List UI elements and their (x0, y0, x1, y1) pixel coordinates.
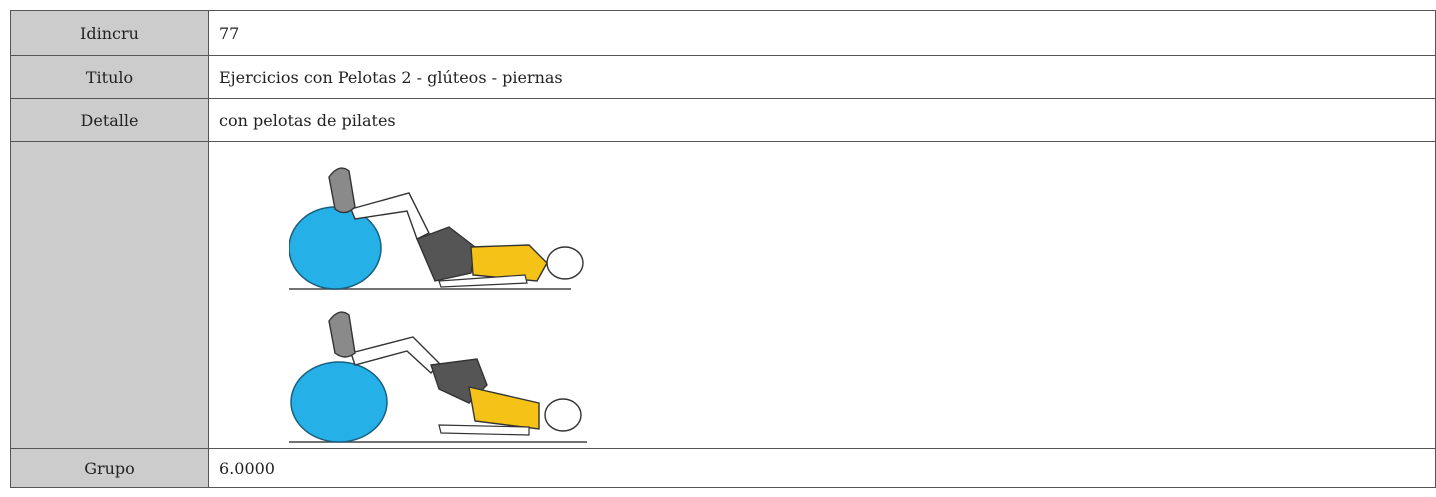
field-value-detalle: con pelotas de pilates (208, 98, 1436, 142)
table-row: Grupo 6.0000 (10, 448, 1436, 488)
field-label-grupo: Grupo (10, 448, 209, 488)
field-label-detalle: Detalle (10, 98, 209, 142)
field-label-idincru: Idincru (10, 10, 209, 56)
table-row: Detalle con pelotas de pilates (10, 98, 1436, 142)
table-row: Titulo Ejercicios con Pelotas 2 - glúteo… (10, 55, 1436, 99)
exercise-pose-rest (289, 167, 584, 290)
field-value-titulo: Ejercicios con Pelotas 2 - glúteos - pie… (208, 55, 1436, 99)
field-value-idincru: 77 (208, 10, 1436, 56)
field-value-image (208, 141, 1436, 449)
exercise-pose-bridge (289, 311, 587, 443)
field-label-titulo: Titulo (10, 55, 209, 99)
exercise-illustration-icon (289, 167, 587, 443)
table-row: Idincru 77 (10, 10, 1436, 56)
field-value-grupo: 6.0000 (208, 448, 1436, 488)
table-row (10, 141, 1436, 449)
record-table: Idincru 77 Titulo Ejercicios con Pelotas… (10, 10, 1436, 488)
field-label-image (10, 141, 209, 449)
